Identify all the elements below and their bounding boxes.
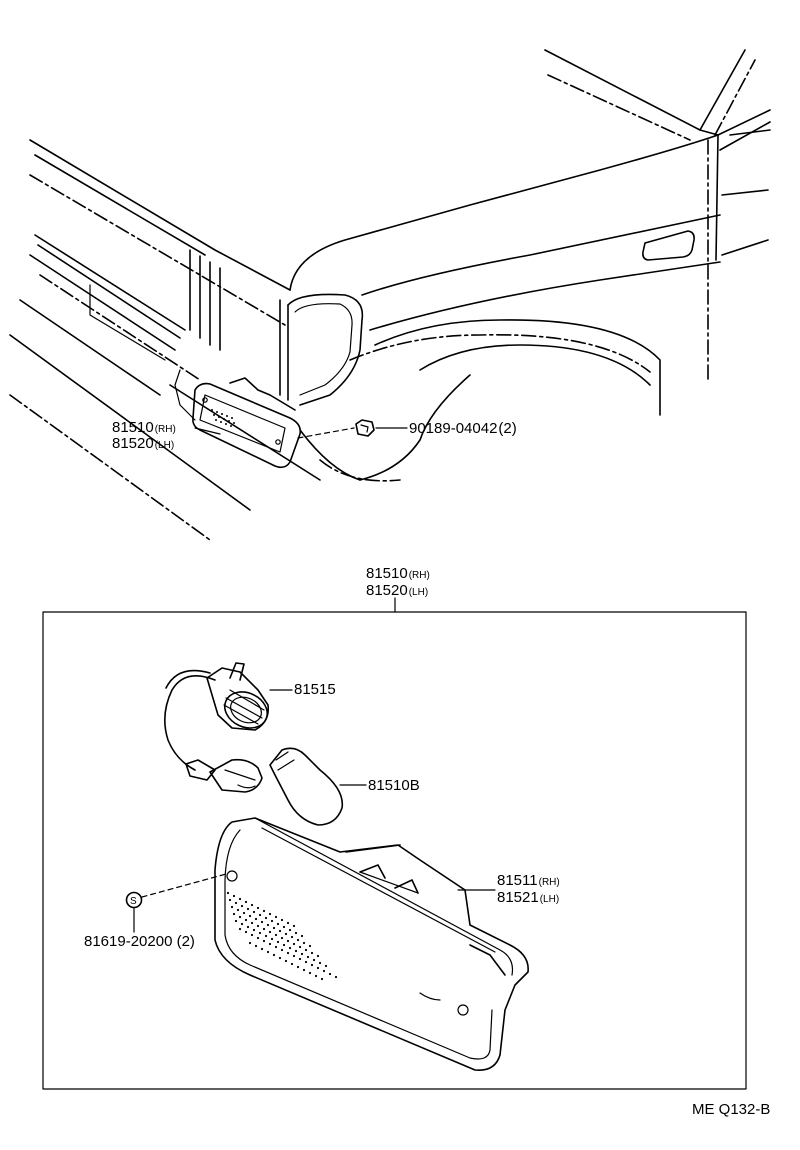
- callout-screw: 81619-20200 (2): [84, 933, 195, 950]
- callout-socket: 81515: [294, 681, 336, 698]
- exploded-view-frame: [42, 611, 747, 1090]
- callout-lens-rh: 81511(RH): [497, 872, 560, 889]
- screw: S: [125, 873, 227, 933]
- lens-dot-texture: [226, 891, 338, 981]
- callout-top-lamp-lh: 81520(LH): [112, 435, 174, 452]
- callout-top-lamp-rh: 81510(RH): [112, 419, 176, 436]
- socket-and-wire: [164, 662, 270, 793]
- leader-top-lamp: [194, 427, 221, 435]
- vehicle-corner-illustration: [9, 49, 771, 541]
- callout-bulb: 81510B: [368, 777, 420, 794]
- callout-lens-lh: 81521(LH): [497, 889, 559, 906]
- bulb: [269, 747, 344, 826]
- callout-clip: 90189-04042(2): [409, 420, 517, 437]
- screw-symbol: S: [130, 896, 137, 907]
- callout-assembly-rh: 81510(RH): [366, 565, 430, 582]
- lamp-lens-texture: [211, 409, 235, 427]
- callout-assembly-lh: 81520(LH): [366, 582, 428, 599]
- drawing-code: ME Q132-B: [692, 1101, 770, 1118]
- lens-housing: [214, 817, 529, 1072]
